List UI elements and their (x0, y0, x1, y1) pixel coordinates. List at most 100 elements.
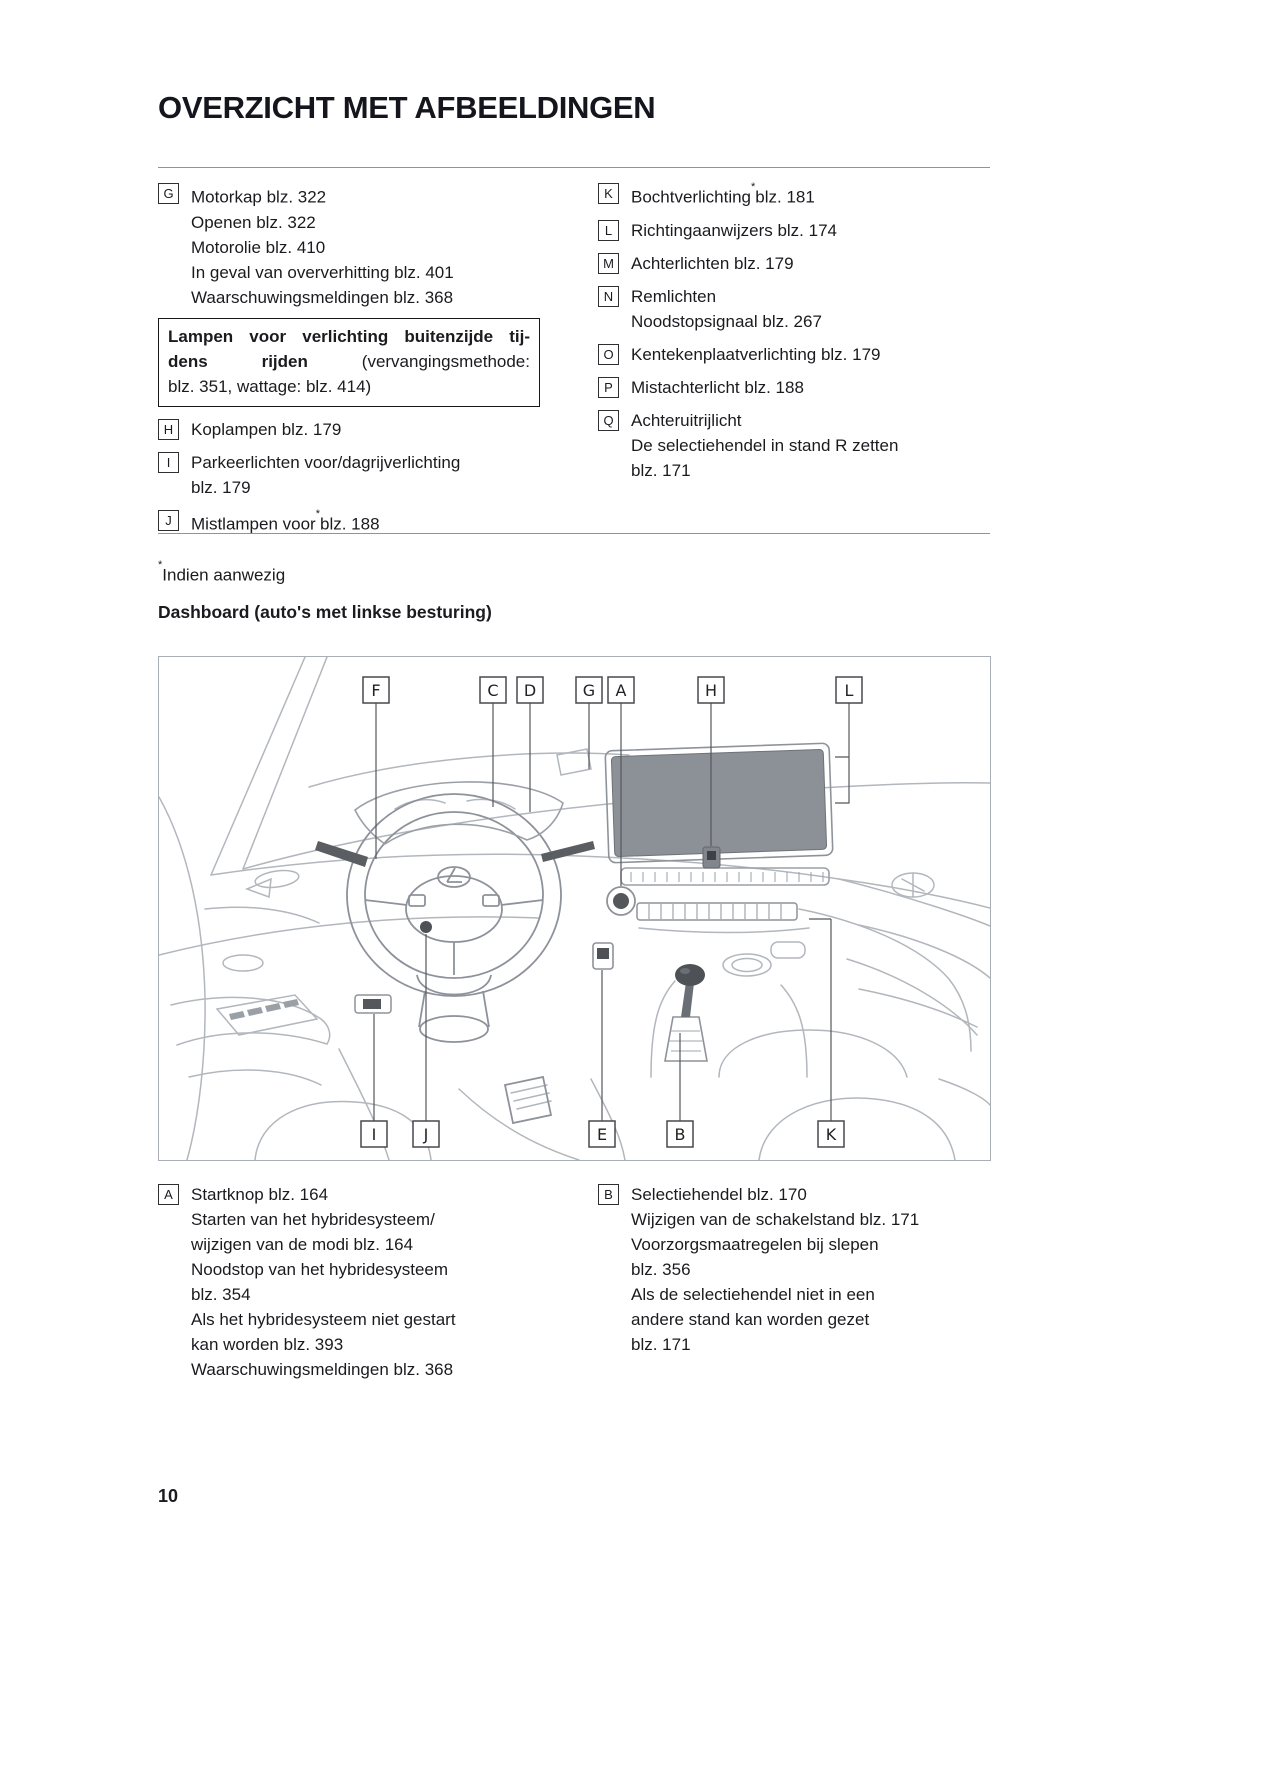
legend-text: Remlichten (631, 286, 717, 306)
legend-main-line: Bochtverlichting*blz. 181 (631, 181, 990, 210)
svg-text:B: B (675, 1125, 686, 1144)
start-button (606, 886, 636, 916)
climate-buttons (636, 902, 798, 921)
legend-main-line: Achteruitrijlicht (631, 408, 990, 433)
svg-text:H: H (705, 681, 717, 700)
legend-text: Koplampen blz. 179 (191, 419, 342, 439)
svg-text:F: F (371, 681, 380, 700)
legend-sub-line: blz. 356 (631, 1260, 691, 1279)
hazard-switch (702, 846, 721, 869)
key-badge-i: I (158, 451, 179, 473)
legend-after: blz. 188 (320, 514, 380, 534)
legend-sub-line: Noodstop van het hybridesysteem (191, 1260, 449, 1279)
legend-sub-line: Waarschuwingsmeldingen blz. 368 (191, 287, 454, 307)
legend-text: Richtingaanwijzers blz. 174 (631, 220, 837, 240)
callout-L: L (835, 676, 863, 704)
svg-text:L: L (845, 681, 854, 700)
key-badge-a: A (158, 1184, 179, 1205)
column-knob (420, 921, 432, 933)
legend-sub-line: Als de selectiehendel niet in een (631, 1285, 875, 1304)
bottom-legend-column-right: B Selectiehendel blz. 170 Wijzigen van d… (598, 1182, 990, 1365)
dashboard-diagram: F C D G A (158, 656, 991, 1161)
legend-text: Achterlichten blz. 179 (631, 253, 794, 273)
legend-text: Bochtverlichting (631, 187, 752, 207)
left-stalk (315, 841, 368, 867)
svg-text:C: C (487, 681, 498, 700)
legend-sub-line: blz. 179 (191, 477, 251, 497)
key-badge-l: L (598, 219, 619, 241)
legend-sub-line: De selectiehendel in stand R zetten (631, 435, 899, 455)
svg-text:I: I (372, 1125, 377, 1144)
legend-item-k: K Bochtverlichting*blz. 181 (598, 181, 990, 210)
divider-top (158, 167, 990, 168)
steering-wheel (346, 793, 562, 1125)
page-title: OVERZICHT MET AFBEELDINGEN (158, 90, 656, 125)
legend-column-right: K Bochtverlichting*blz. 181 L Richtingaa… (598, 181, 990, 491)
callout-J: J (412, 1120, 440, 1148)
gear-shifter (664, 964, 708, 1062)
legend-sub-line: wijzigen van de modi blz. 164 (191, 1235, 414, 1254)
window-switches (229, 999, 299, 1020)
page-number: 10 (158, 1486, 179, 1506)
legend-sub-line: Waarschuwingsmeldingen blz. 368 (191, 1360, 454, 1379)
legend-sub-line: Motorolie blz. 410 (191, 237, 326, 257)
asterisk-sup: * (158, 559, 163, 571)
legend-sub-line: Voorzorgsmaatregelen bij slepen (631, 1235, 879, 1254)
legend-sub-line: blz. 354 (191, 1285, 251, 1304)
legend-text: Motorkap blz. 322 (191, 187, 327, 207)
legend-text: Mistlampen voor (191, 514, 316, 534)
control-stalks (315, 841, 595, 933)
note-normal-text: (vervangingsmethode: (361, 351, 530, 371)
legend-text: Achteruitrijlicht (631, 410, 742, 430)
key-badge-b: B (598, 1184, 619, 1205)
legend-main-line: Mistachterlicht blz. 188 (631, 375, 990, 400)
dashboard-illustration: F C D G A (159, 657, 990, 1160)
legend-item-i: I Parkeerlichten voor/dagrijverlichting … (158, 450, 540, 500)
svg-text:E: E (597, 1125, 607, 1144)
legend-sub-line: Noodstopsignaal blz. 267 (631, 311, 822, 331)
door-light-switch (354, 994, 392, 1014)
legend-sub-line: Wijzigen van de schakelstand blz. 171 (631, 1210, 920, 1229)
legend-text: Parkeerlichten voor/dagrijverlichting (191, 452, 461, 472)
note-line-2: dens rijden (vervangingsmethode: (168, 349, 530, 374)
key-badge-g: G (158, 183, 179, 204)
legend-sub-line: blz. 171 (631, 1335, 691, 1354)
legend-sub-line: andere stand kan worden gezet (631, 1310, 870, 1329)
legend-item-a: A Startknop blz. 164 Starten van het hyb… (158, 1182, 540, 1382)
legend-main-line: Mistlampen voor*blz. 188 (191, 508, 540, 537)
dashboard-line-art (159, 657, 990, 1160)
legend-column-left: G Motorkap blz. 322 Openen blz. 322 Moto… (158, 181, 540, 544)
callout-E: E (588, 1120, 616, 1148)
key-badge-q: Q (598, 409, 619, 431)
legend-text: Mistachterlicht blz. 188 (631, 377, 804, 397)
lexus-logo-icon (437, 866, 471, 888)
legend-item-n: N Remlichten Noodstopsignaal blz. 267 (598, 284, 990, 334)
svg-text:D: D (524, 681, 536, 700)
legend-item-l: L Richtingaanwijzers blz. 174 (598, 218, 990, 243)
key-badge-m: M (598, 252, 619, 274)
asterisk-sup: * (315, 507, 320, 520)
legend-item-g: G Motorkap blz. 322 Openen blz. 322 Moto… (158, 181, 540, 310)
instrument-cluster (353, 781, 564, 845)
legend-main-line: Remlichten (631, 284, 990, 309)
legend-main-line: Parkeerlichten voor/dagrijverlichting (191, 450, 540, 475)
callout-C: C (479, 676, 507, 704)
legend-sub-line: Starten van het hybridesysteem/ (191, 1210, 435, 1229)
legend-item-m: M Achterlichten blz. 179 (598, 251, 990, 276)
legend-main-line: Motorkap blz. 322 (191, 181, 540, 210)
legend-item-p: P Mistachterlicht blz. 188 (598, 375, 990, 400)
key-badge-k: K (598, 183, 619, 204)
footnote: *Indien aanwezig (158, 559, 285, 586)
legend-sub-line: Openen blz. 322 (191, 212, 316, 232)
key-badge-n: N (598, 285, 619, 307)
leader-lines (373, 703, 850, 1121)
callout-F: F (362, 676, 390, 704)
svg-text:A: A (616, 681, 627, 700)
key-badge-j: J (158, 509, 179, 531)
right-stalk (541, 841, 595, 862)
legend-sub-line: blz. 171 (631, 460, 691, 480)
legend-main-line: Koplampen blz. 179 (191, 417, 540, 442)
callout-D: D (516, 676, 544, 704)
legend-item-o: O Kentekenplaatverlichting blz. 179 (598, 342, 990, 367)
